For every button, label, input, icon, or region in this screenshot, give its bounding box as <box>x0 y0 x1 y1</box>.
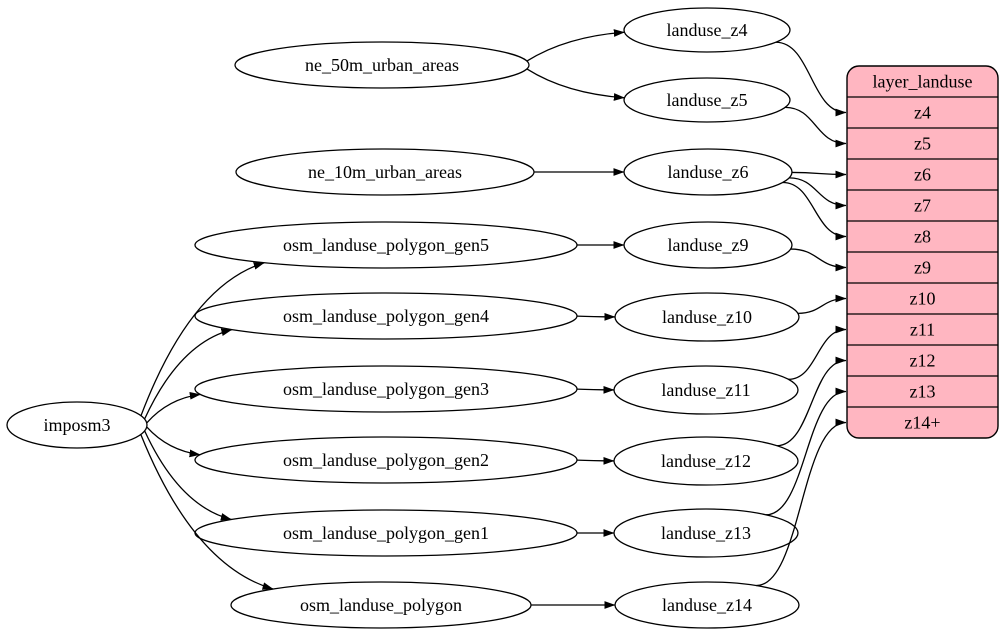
node-ellipse <box>194 292 578 340</box>
edge-imposm3-to-osm_landuse_polygon <box>140 434 274 590</box>
node-osm_landuse_polygon_gen3: osm_landuse_polygon_gen3 <box>194 365 578 413</box>
node-label: osm_landuse_polygon_gen4 <box>283 306 489 326</box>
node-landuse_z11: landuse_z11 <box>613 365 799 415</box>
edge-landuse_z6-to-row-z7 <box>789 177 847 210</box>
node-osm_landuse_polygon_gen5: osm_landuse_polygon_gen5 <box>194 221 578 269</box>
node-ellipse <box>234 41 530 89</box>
node-label: osm_landuse_polygon_gen5 <box>283 235 489 255</box>
table-row-z4: z4 <box>914 103 931 123</box>
edge-osm_landuse_polygon_gen4-to-landuse_z10 <box>576 313 616 321</box>
node-label: landuse_z11 <box>661 380 750 400</box>
table-row-z14+: z14+ <box>904 413 940 433</box>
edge-landuse_z11-to-row-z11 <box>788 325 847 380</box>
node-label: landuse_z14 <box>662 595 752 615</box>
node-label: landuse_z9 <box>668 235 749 255</box>
node-osm_landuse_polygon: osm_landuse_polygon <box>230 581 532 629</box>
table-row-z13: z13 <box>910 382 936 402</box>
edge-imposm3-to-osm_landuse_polygon_gen3 <box>146 391 201 424</box>
node-label: landuse_z12 <box>661 451 751 471</box>
node-label: landuse_z13 <box>661 523 751 543</box>
node-label: landuse_z4 <box>667 20 748 40</box>
edge-landuse_z13-to-row-z13 <box>765 387 847 516</box>
node-ne_50m_urban_areas: ne_50m_urban_areas <box>234 41 530 89</box>
edge-landuse_z4-to-row-z4 <box>775 41 847 117</box>
table-row-z5: z5 <box>914 134 931 154</box>
edge-landuse_z10-to-row-z10 <box>797 294 847 315</box>
node-landuse_z13: landuse_z13 <box>613 508 799 558</box>
node-osm_landuse_polygon_gen1: osm_landuse_polygon_gen1 <box>194 509 578 557</box>
node-ellipse <box>6 401 148 449</box>
edge-imposm3-to-osm_landuse_polygon_gen5 <box>140 262 265 416</box>
edge-imposm3-to-osm_landuse_polygon_gen1 <box>144 430 232 521</box>
node-label: osm_landuse_polygon_gen3 <box>283 379 489 399</box>
node-label: osm_landuse_polygon_gen1 <box>283 523 489 543</box>
edge-ne_50m_urban_areas-to-landuse_z5 <box>526 68 625 101</box>
node-ellipse <box>194 365 578 413</box>
node-osm_landuse_polygon_gen4: osm_landuse_polygon_gen4 <box>194 292 578 340</box>
edge-landuse_z6-to-row-z8 <box>782 181 847 241</box>
edge-imposm3-to-osm_landuse_polygon_gen2 <box>146 426 201 458</box>
node-landuse_z12: landuse_z12 <box>613 436 799 486</box>
table-header: layer_landuse <box>873 72 973 92</box>
table-row-z7: z7 <box>914 196 931 216</box>
node-landuse_z4: landuse_z4 <box>623 7 791 53</box>
edge-imposm3-to-osm_landuse_polygon_gen4 <box>144 328 233 420</box>
node-landuse_z14: landuse_z14 <box>614 581 800 629</box>
node-ne_10m_urban_areas: ne_10m_urban_areas <box>235 148 535 196</box>
edges-layer <box>140 29 847 609</box>
node-landuse_z6: landuse_z6 <box>623 148 793 196</box>
node-osm_landuse_polygon_gen2: osm_landuse_polygon_gen2 <box>194 436 578 484</box>
edge-landuse_z14-to-row-z14+ <box>756 418 847 587</box>
node-label: ne_10m_urban_areas <box>308 162 462 182</box>
table-row-z12: z12 <box>910 351 936 371</box>
table-row-z9: z9 <box>914 258 931 278</box>
edge-landuse_z9-to-row-z9 <box>790 248 847 272</box>
node-ellipse <box>194 436 578 484</box>
table-row-z6: z6 <box>914 165 931 185</box>
table-row-z11: z11 <box>910 320 935 340</box>
table-layer_landuse: layer_landuse z4 z5 z6 z7 z8 z9 z10 z11 z12 z13 z14… <box>846 65 999 439</box>
edge-landuse_z5-to-row-z5 <box>785 106 847 148</box>
edge-ne_50m_urban_areas-to-landuse_z4 <box>526 29 625 62</box>
edge-osm_landuse_polygon_gen3-to-landuse_z11 <box>576 386 615 394</box>
edge-landuse_z12-to-row-z12 <box>776 356 847 447</box>
node-label: osm_landuse_polygon_gen2 <box>283 450 489 470</box>
node-label: ne_50m_urban_areas <box>305 55 459 75</box>
node-label: landuse_z5 <box>667 90 748 110</box>
node-label: landuse_z6 <box>668 162 749 182</box>
table-row-z10: z10 <box>910 289 936 309</box>
node-landuse_z5: landuse_z5 <box>623 77 791 123</box>
edge-osm_landuse_polygon_gen2-to-landuse_z12 <box>576 457 615 465</box>
node-landuse_z9: landuse_z9 <box>623 221 793 269</box>
edge-landuse_z6-to-row-z6 <box>791 170 847 179</box>
node-label: osm_landuse_polygon <box>300 595 462 615</box>
node-landuse_z10: landuse_z10 <box>614 292 800 342</box>
node-imposm3: imposm3 <box>6 401 148 449</box>
nodes-layer: imposm3 ne_50m_urban_areas ne_10m_urban_ar… <box>6 7 800 629</box>
table-row-z8: z8 <box>914 227 931 247</box>
node-label: landuse_z10 <box>662 307 752 327</box>
node-label: imposm3 <box>43 415 110 435</box>
